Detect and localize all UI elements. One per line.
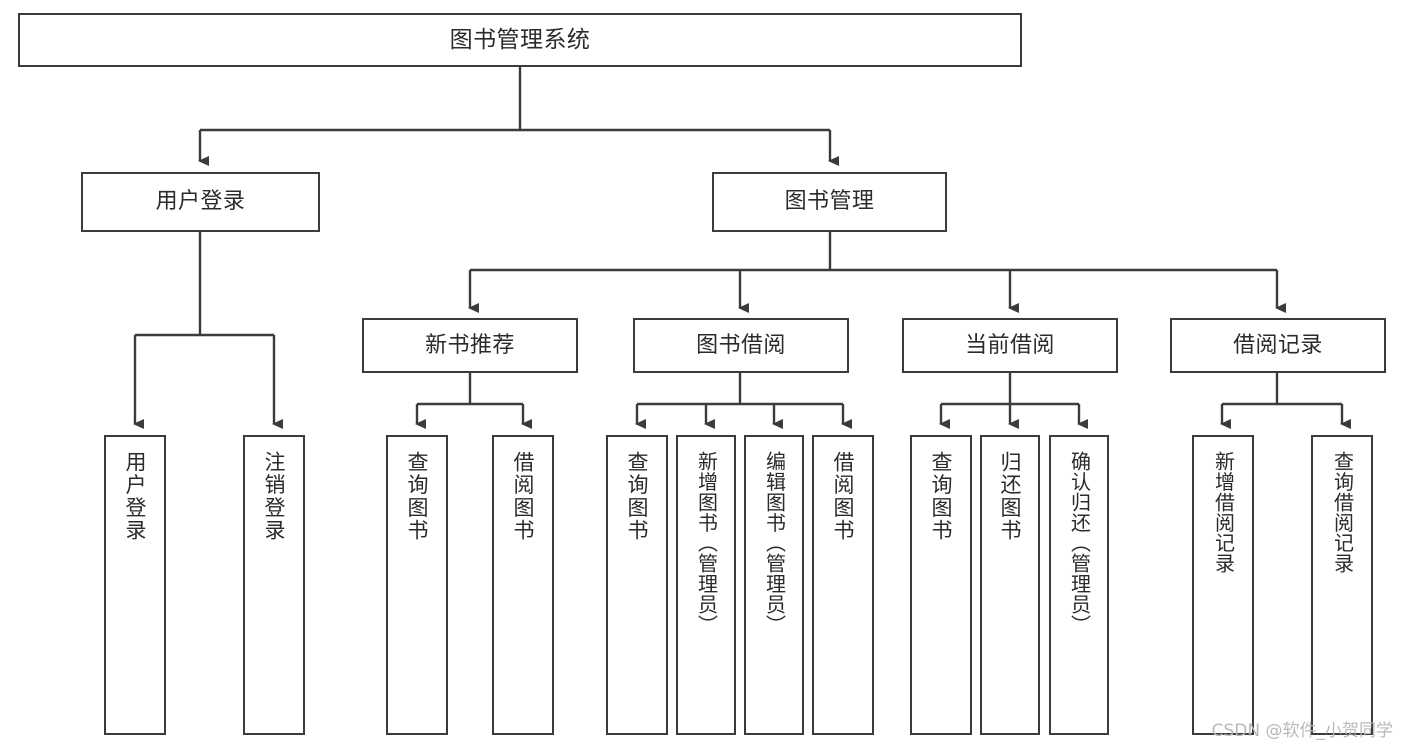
leaf-current-borrow-return[interactable]: 归还图书 <box>980 435 1040 735</box>
node-book-management[interactable]: 图书管理 <box>712 172 947 232</box>
leaf-new-book-query[interactable]: 查询图书 <box>386 435 448 735</box>
node-user-login[interactable]: 用户登录 <box>81 172 320 232</box>
leaf-user-login-login[interactable]: 用户登录 <box>104 435 166 735</box>
leaf-new-book-borrow[interactable]: 借阅图书 <box>492 435 554 735</box>
node-label: 用户登录 <box>155 189 246 215</box>
leaf-book-borrow-borrow[interactable]: 借阅图书 <box>812 435 874 735</box>
node-label: 查询图书 <box>405 451 430 542</box>
node-label: 归还图书 <box>998 451 1023 542</box>
node-label: 当前借阅 <box>965 332 1055 358</box>
node-book-borrow[interactable]: 图书借阅 <box>633 318 849 373</box>
leaf-borrow-record-add[interactable]: 新增借阅记录 <box>1192 435 1254 735</box>
node-new-book-recommend[interactable]: 新书推荐 <box>362 318 578 373</box>
leaf-book-borrow-query[interactable]: 查询图书 <box>606 435 668 735</box>
node-label: 确认归还（管理员） <box>1067 451 1092 635</box>
node-label: 借阅记录 <box>1233 332 1323 358</box>
node-label: 查询图书 <box>929 451 954 542</box>
node-label: 用户登录 <box>123 451 148 542</box>
leaf-book-borrow-add-admin[interactable]: 新增图书（管理员） <box>676 435 736 735</box>
node-label: 图书管理系统 <box>449 26 591 53</box>
node-label: 图书借阅 <box>696 332 786 358</box>
node-label: 新增图书（管理员） <box>694 451 719 635</box>
leaf-book-borrow-edit-admin[interactable]: 编辑图书（管理员） <box>744 435 804 735</box>
leaf-borrow-record-query[interactable]: 查询借阅记录 <box>1311 435 1373 735</box>
node-label: 图书管理 <box>784 189 875 215</box>
leaf-current-borrow-query[interactable]: 查询图书 <box>910 435 972 735</box>
leaf-user-login-logout[interactable]: 注销登录 <box>243 435 305 735</box>
node-label: 借阅图书 <box>831 451 856 542</box>
node-label: 新增借阅记录 <box>1211 451 1236 574</box>
node-current-borrow[interactable]: 当前借阅 <box>902 318 1118 373</box>
node-borrow-record[interactable]: 借阅记录 <box>1170 318 1386 373</box>
node-label: 编辑图书（管理员） <box>762 451 787 635</box>
leaf-current-borrow-confirm-admin[interactable]: 确认归还（管理员） <box>1049 435 1109 735</box>
node-label: 借阅图书 <box>511 451 536 542</box>
node-label: 查询借阅记录 <box>1330 451 1355 574</box>
csdn-watermark: CSDN @软件_小贺同学 <box>1211 721 1393 741</box>
node-label: 查询图书 <box>625 451 650 542</box>
node-label: 注销登录 <box>262 451 287 542</box>
node-root-book-management-system[interactable]: 图书管理系统 <box>18 13 1022 67</box>
node-label: 新书推荐 <box>425 332 515 358</box>
